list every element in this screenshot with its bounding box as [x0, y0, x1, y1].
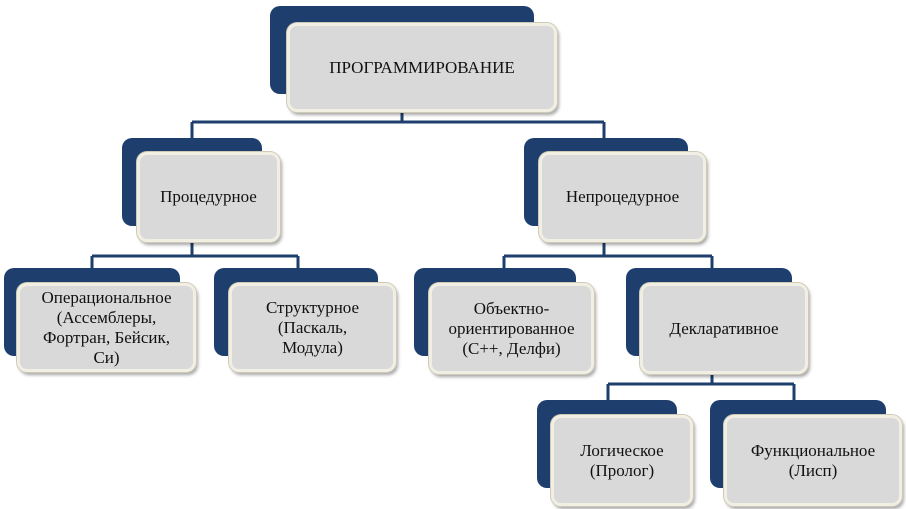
- node-functional-box: Функциональное (Лисп): [724, 415, 902, 506]
- node-functional-label: Функциональное (Лисп): [750, 440, 876, 480]
- node-structural-label: Структурное (Паскаль, Модула): [265, 297, 360, 357]
- node-programming: ПРОГРАММИРОВАНИЕ: [270, 6, 557, 112]
- node-nonprocedural: Непроцедурное: [524, 138, 706, 242]
- node-operational: Операциональное (Ассемблеры, Фортран, Бе…: [4, 268, 196, 372]
- node-declarative-label: Декларативное: [669, 318, 779, 338]
- node-structural: Структурное (Паскаль, Модула): [214, 268, 396, 372]
- node-nonprocedural-label: Непроцедурное: [565, 187, 680, 206]
- node-declarative-box: Декларативное: [640, 283, 808, 374]
- node-procedural-box: Процедурное: [137, 152, 280, 242]
- node-nonprocedural-box: Непроцедурное: [539, 152, 706, 242]
- node-logical-box: Логическое (Пролог): [551, 415, 693, 506]
- node-structural-box: Структурное (Паскаль, Модула): [229, 283, 396, 372]
- node-programming-box: ПРОГРАММИРОВАНИЕ: [287, 23, 557, 112]
- node-object-oriented-box: Объектно- ориентированное (С++, Делфи): [429, 283, 594, 374]
- node-object-oriented: Объектно- ориентированное (С++, Делфи): [414, 268, 594, 374]
- node-declarative: Декларативное: [626, 268, 808, 374]
- node-logical: Логическое (Пролог): [537, 400, 693, 506]
- node-operational-label: Операциональное (Ассемблеры, Фортран, Бе…: [41, 287, 172, 367]
- node-programming-label: ПРОГРАММИРОВАНИЕ: [329, 57, 515, 77]
- node-functional: Функциональное (Лисп): [710, 400, 902, 506]
- node-procedural: Процедурное: [122, 138, 280, 242]
- node-operational-box: Операциональное (Ассемблеры, Фортран, Бе…: [17, 283, 196, 372]
- node-object-oriented-label: Объектно- ориентированное (С++, Делфи): [448, 298, 575, 358]
- node-procedural-label: Процедурное: [160, 187, 257, 206]
- node-logical-label: Логическое (Пролог): [580, 440, 664, 480]
